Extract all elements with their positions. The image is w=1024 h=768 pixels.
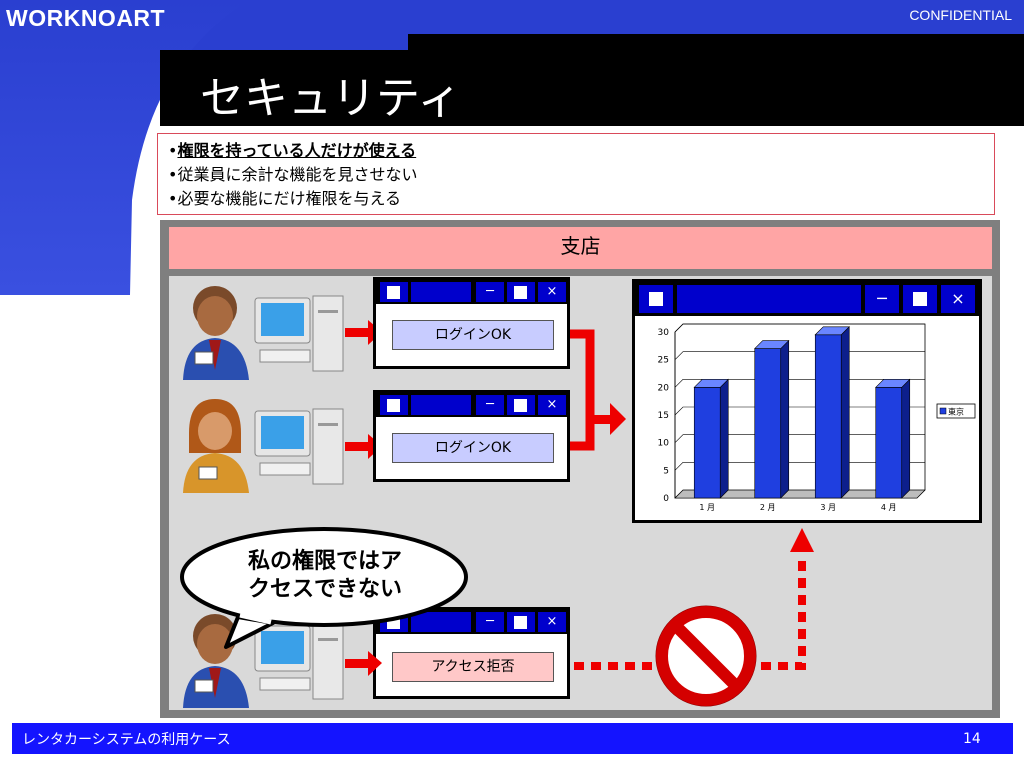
maximize-button[interactable] — [903, 285, 937, 313]
minimize-button[interactable]: ─ — [865, 285, 899, 313]
speech-bubble — [180, 527, 468, 649]
title-bar — [160, 50, 1024, 126]
app-window-1: ─ × ログインOK — [373, 277, 570, 369]
x-tick-label: 4 月 — [881, 503, 897, 512]
maximize-button[interactable] — [507, 395, 535, 415]
x-tick-label: 3 月 — [820, 503, 836, 512]
branch-label: 支店 — [169, 227, 992, 269]
employee-male-at-pc-icon — [183, 286, 344, 380]
bullet-item: •必要な機能にだけ権限を与える — [168, 187, 994, 211]
employee-female-at-pc-icon — [183, 399, 344, 493]
confidential-label: CONFIDENTIAL — [909, 7, 1012, 23]
y-tick-label: 0 — [663, 494, 669, 504]
access-denied-status: アクセス拒否 — [392, 652, 554, 682]
bar — [754, 348, 782, 499]
page-number: 14 — [963, 731, 981, 747]
title-notch — [408, 34, 1024, 52]
window-menu-button[interactable] — [380, 282, 408, 302]
bar — [693, 387, 721, 499]
bar-side — [901, 378, 911, 499]
bar-chart: 0 5 10 15 20 25 30 1 月 2 月 3 月 4 月 東京 — [658, 323, 976, 512]
denied-request-arrow — [345, 651, 382, 676]
maximize-button[interactable] — [507, 612, 535, 632]
window-title-area — [411, 612, 471, 632]
footer-bar — [12, 723, 1013, 754]
bullet-box: •権限を持っている人だけが使える •従業員に余計な機能を見させない •必要な機能… — [157, 133, 995, 215]
y-tick-label: 30 — [658, 328, 670, 338]
speech-bubble-text: 私の権限ではア クセスできない — [200, 548, 450, 604]
app-window-2: ─ × ログインOK — [373, 390, 570, 482]
minimize-button[interactable]: ─ — [476, 612, 504, 632]
bar-top — [693, 379, 729, 388]
bullet-item: •従業員に余計な機能を見させない — [168, 163, 994, 187]
close-button[interactable]: × — [941, 285, 975, 313]
slide-title: セキュリティ — [200, 73, 462, 124]
login-ok-status: ログインOK — [392, 320, 554, 350]
bullet-text: 権限を持っている人だけが使える — [177, 141, 417, 160]
bar — [875, 387, 903, 499]
login-ok-status: ログインOK — [392, 433, 554, 463]
maximize-button[interactable] — [507, 282, 535, 302]
bar-side — [719, 378, 729, 499]
bullet-marker: • — [168, 165, 178, 184]
x-tick-label: 1 月 — [699, 503, 715, 512]
chart-window: ─ × 0 5 10 15 20 25 30 1 月 2 月 3 月 4 月 東京 — [632, 279, 982, 523]
minimize-button[interactable]: ─ — [476, 395, 504, 415]
minimize-button[interactable]: ─ — [476, 282, 504, 302]
gridline — [674, 323, 925, 333]
y-tick-label: 25 — [658, 356, 669, 366]
app-window-3: ─ × アクセス拒否 — [373, 607, 570, 699]
prohibited-icon — [655, 605, 757, 707]
y-tick-label: 20 — [658, 383, 670, 393]
speech-line: クセスできない — [247, 577, 402, 602]
bar-top — [875, 379, 911, 388]
window-menu-button[interactable] — [639, 285, 673, 313]
bar-top — [754, 340, 790, 349]
bullet-item: •権限を持っている人だけが使える — [168, 139, 994, 163]
bullet-marker: • — [168, 189, 178, 208]
close-button[interactable]: × — [538, 282, 566, 302]
x-tick-label: 2 月 — [760, 503, 776, 512]
bullet-text: 従業員に余計な機能を見させない — [177, 165, 418, 184]
window-title-area — [411, 282, 471, 302]
brand-logo-text: WORKNOART — [6, 5, 166, 31]
y-tick-label: 15 — [658, 411, 669, 421]
close-button[interactable]: × — [538, 395, 566, 415]
speech-line: 私の権限ではア — [247, 549, 402, 574]
legend-swatch — [939, 407, 947, 415]
window-title-area — [411, 395, 471, 415]
y-tick-label: 10 — [658, 439, 670, 449]
bullet-marker: • — [168, 141, 178, 160]
bar — [814, 334, 842, 499]
bullet-text: 必要な機能にだけ権限を与える — [177, 189, 401, 208]
legend-box — [936, 403, 976, 419]
legend-label: 東京 — [948, 407, 964, 417]
denied-path-dotted — [574, 528, 814, 670]
bar-side — [780, 339, 790, 499]
footer-title: レンタカーシステムの利用ケース — [22, 732, 231, 748]
window-title-area — [677, 285, 861, 313]
window-menu-button[interactable] — [380, 395, 408, 415]
close-button[interactable]: × — [538, 612, 566, 632]
header-swoosh — [0, 0, 250, 295]
employee-denied-at-pc-icon — [183, 614, 344, 708]
bar-side — [840, 326, 850, 499]
bar-top — [814, 326, 850, 336]
y-tick-label: 5 — [663, 466, 669, 476]
